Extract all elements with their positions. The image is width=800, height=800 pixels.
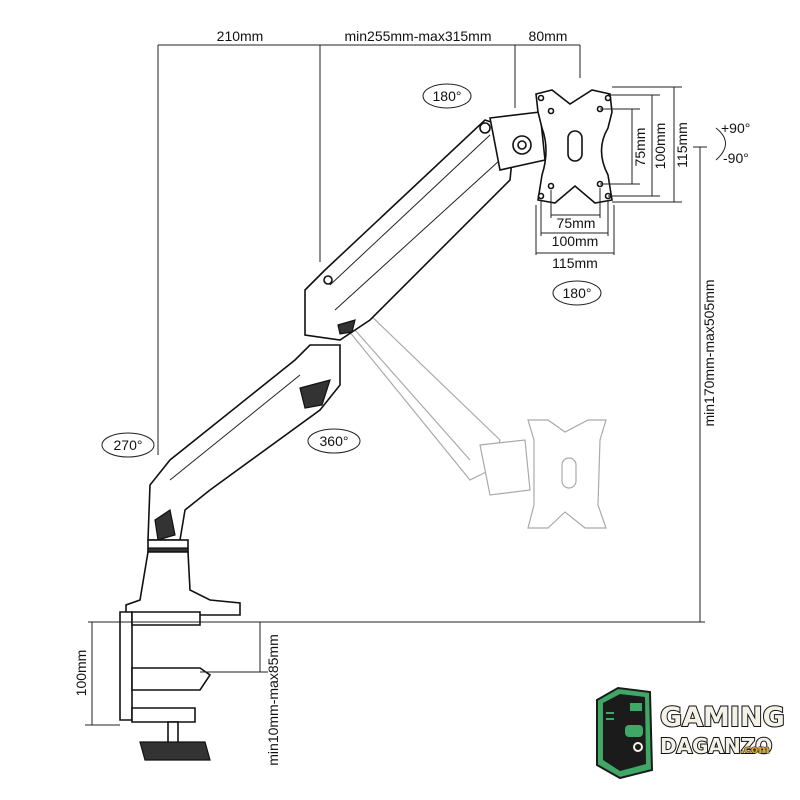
vesa-v-115: 115mm: [674, 122, 690, 168]
upper-arm: [304, 119, 516, 341]
dim-reach: min255mm-max315mm: [344, 28, 491, 44]
height-range-label: min170mm-max505mm: [701, 279, 717, 426]
clamp-dimension-lines: [85, 622, 268, 726]
logo-daganzo: DAGANZO: [660, 734, 772, 758]
gamepad-icon: [625, 725, 643, 737]
rotation-oval-arm: [307, 428, 361, 454]
vesa-h-75: 75mm: [557, 215, 596, 231]
vesa-h-100: 100mm: [552, 233, 599, 249]
vesa-v-75: 75mm: [632, 128, 648, 167]
rotation-oval-plate: [552, 280, 602, 306]
arm-rotation-label: 360°: [320, 433, 349, 449]
tilt-down-label: -90°: [723, 150, 749, 166]
logo-gaming: GAMING: [660, 702, 785, 733]
tilt-arrow-icon: [715, 127, 726, 161]
vesa-v-100: 100mm: [652, 123, 668, 170]
dim-80: 80mm: [529, 28, 568, 44]
desk-clamp: [119, 611, 212, 761]
rotation-oval-base: [101, 432, 155, 458]
desk-thickness-label: min10mm-max85mm: [265, 634, 281, 765]
base-rotation-label: 270°: [114, 437, 143, 453]
rotate-plate-label: 180°: [563, 285, 592, 301]
clamp-height-label: 100mm: [73, 650, 89, 697]
lower-arm: [147, 344, 341, 541]
top-dimension-line: [157, 44, 581, 455]
vesa-dimension-lines: [535, 86, 682, 255]
lowered-arm-ghost: [339, 309, 607, 529]
vesa-plate: [535, 89, 613, 204]
rotation-oval-head: [422, 83, 472, 109]
height-dimension-line: [88, 146, 707, 623]
tilt-head: [479, 111, 546, 171]
logo-com: .com: [740, 743, 770, 756]
tilt-up-label: +90°: [721, 120, 750, 136]
dim-210: 210mm: [217, 28, 264, 44]
gaming-daganzo-logo: GAMING DAGANZO .com: [596, 686, 786, 780]
vesa-h-115: 115mm: [552, 255, 598, 271]
swivel-head-label: 180°: [433, 88, 462, 104]
pole-base: [125, 539, 241, 616]
